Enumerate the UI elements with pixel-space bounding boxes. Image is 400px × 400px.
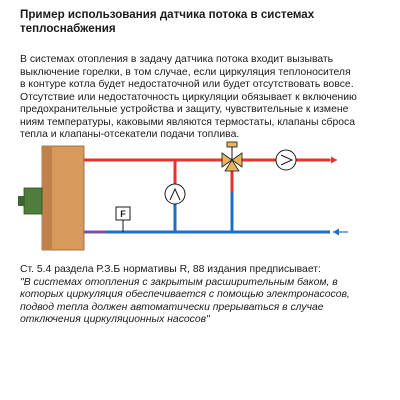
norm-quote-line: "В системах отопления с закрытым расшири… [20,276,338,288]
bypass-pump-icon [164,183,186,205]
norm-quote-line: отключения циркуляционных насосов" [20,314,210,325]
norm-quote-line: подвод тепла должен автоматически прерыв… [20,301,324,313]
boiler [18,145,85,251]
return-arrow [333,228,348,236]
three-way-valve-icon [221,141,243,172]
title-line-2: теплоснабжения [20,22,116,35]
boiler-burner [23,187,43,215]
intro-line: В системах отопления в задачу датчика по… [20,54,334,65]
intro-line: в контуре котла будет недостаточной или … [20,79,354,90]
intro-line: ниям температуры, каковыми являются терм… [20,116,355,128]
boiler-body-shade [42,146,52,250]
title-line-1: Пример использования датчика потока в си… [20,8,315,21]
norm-intro: Ст. 5.4 раздела Р.З.Б нормативы R, 88 из… [20,264,321,275]
flow-sensor: F [115,206,131,232]
norm-quote-line: которых циркуляция обеспечивается с помо… [20,289,350,300]
return-pipes [84,192,330,234]
intro-line: Отсутствие или недостаточность циркуляци… [20,91,357,103]
intro-paragraph: В системах отопления в задачу датчика по… [20,54,398,142]
boiler-burner-nozzle [18,196,25,206]
supply-arrow [322,156,337,164]
intro-line: выключение горелки, в том случае, если ц… [20,66,351,78]
heating-system-diagram: F [18,141,348,251]
intro-line: предохранительные устройства и защиту, ч… [20,104,349,115]
page-title: Пример использования датчика потока в си… [20,8,380,36]
intro-line: тепла и клапаны-отсекатели подачи топлив… [20,129,240,140]
supply-pipe-main [84,158,234,192]
circulation-pump-icon [275,149,297,171]
flow-sensor-label: F [120,209,126,219]
norm-paragraph: Ст. 5.4 раздела Р.З.Б нормативы R, 88 из… [20,264,390,327]
